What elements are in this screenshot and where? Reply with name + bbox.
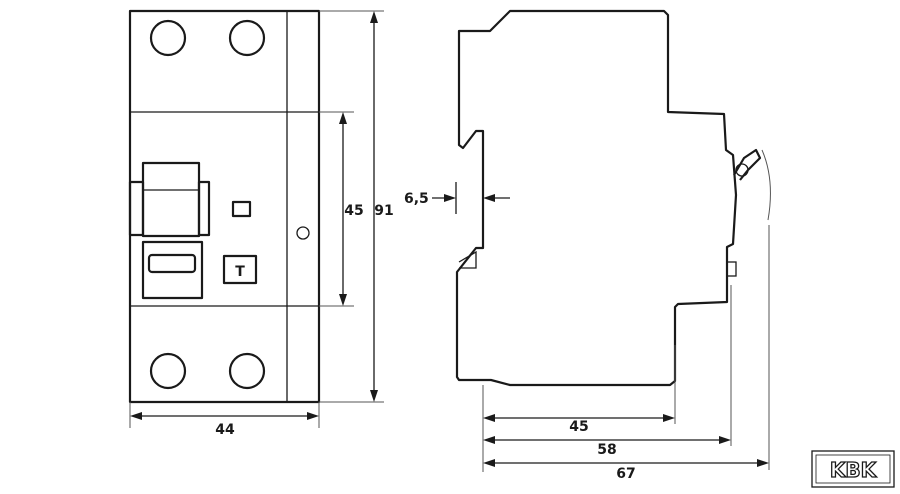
terminal-screw-top-left: [149, 19, 187, 57]
side-arc: [761, 149, 771, 221]
dimension-front-width: 44: [129, 402, 320, 438]
rail-latch-detail: [458, 250, 477, 269]
rail-gap-label: 6,5: [404, 191, 429, 207]
front-width-label: 44: [215, 422, 235, 438]
test-button: T: [222, 254, 258, 285]
dimension-rail-gap: 6,5: [404, 182, 510, 214]
test-button-label: T: [235, 264, 245, 280]
sealing-hole: [296, 226, 310, 240]
front-total-height-label: 91: [374, 203, 393, 219]
depth-67-label: 67: [616, 466, 635, 482]
depth-58-label: 58: [597, 442, 616, 458]
dimension-front-total-height: 91: [319, 10, 394, 403]
logo-text: KBK: [830, 458, 878, 482]
toggle-lever: [128, 161, 211, 238]
side-clip: [726, 148, 762, 277]
front-view: T: [128, 9, 321, 404]
front-body-outline: [128, 9, 321, 404]
dimension-front-mid-height: 45: [319, 111, 364, 307]
lever-base: [141, 240, 204, 300]
front-mid-height-label: 45: [344, 203, 363, 219]
dimension-side-depths: 45 58 67: [482, 225, 770, 482]
terminal-screw-bottom-right: [228, 352, 266, 390]
kbk-logo: KBK: [811, 450, 895, 488]
terminal-screw-top-right: [228, 19, 266, 57]
status-indicator-window: [231, 200, 252, 218]
terminal-screw-bottom-left: [149, 352, 187, 390]
depth-45-label: 45: [569, 419, 588, 435]
